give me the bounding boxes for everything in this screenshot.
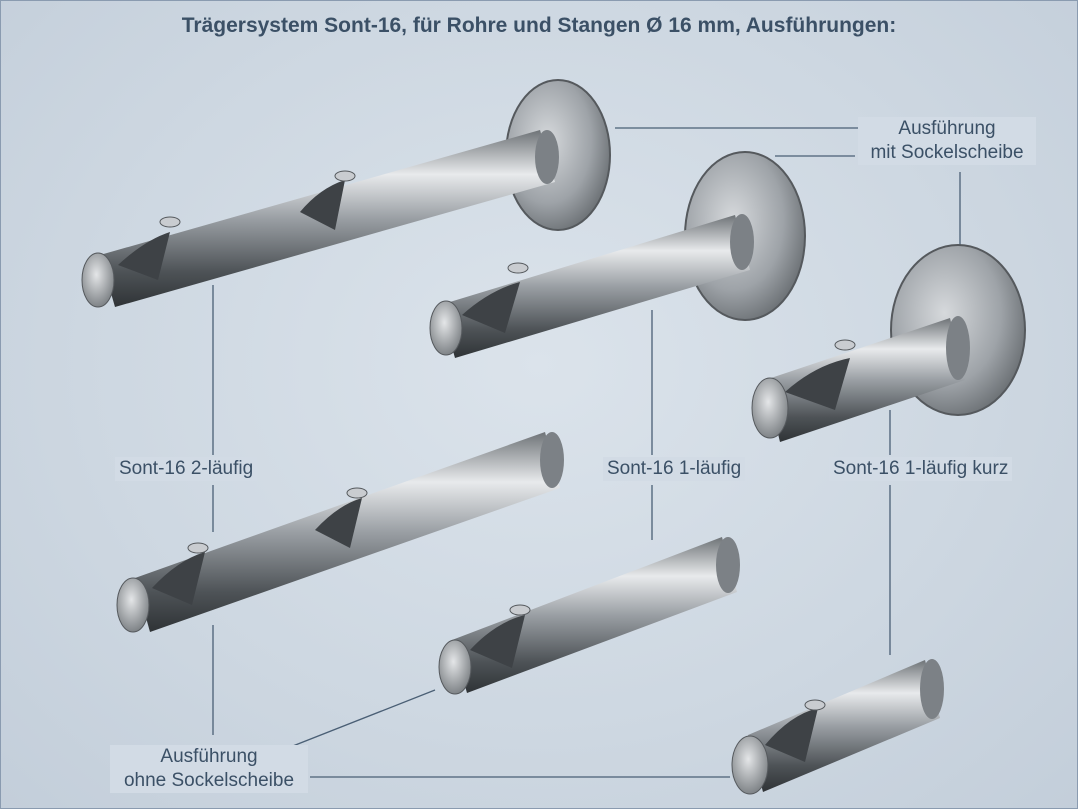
label-sont16-1-laeufig: Sont-16 1-läufig: [603, 457, 746, 481]
diagram-title: Trägersystem Sont-16, für Rohre und Stan…: [181, 14, 897, 37]
bracket-1-laeufig-kurz-with-plate: [751, 244, 1026, 442]
label-sont16-1-laeufig-kurz: Sont-16 1-läufig kurz: [829, 457, 1013, 481]
bracket-2-laeufig-with-plate: [81, 79, 611, 308]
bracket-2-laeufig-without-plate: [116, 432, 564, 633]
label-with-plate-line1: Ausführung: [898, 118, 996, 139]
leader-lines: [212, 127, 961, 778]
label-sont16-2-laeufig: Sont-16 2-läufig: [115, 457, 258, 481]
label-without-plate-line1: Ausführung: [160, 746, 258, 767]
leader-line-without-plate-1: [269, 689, 436, 756]
label-without-plate: Ausführung ohne Sockelscheibe: [110, 745, 308, 793]
bracket-1-laeufig-with-plate: [429, 151, 806, 358]
label-without-plate-line2: ohne Sockelscheibe: [123, 770, 295, 791]
bracket-1-laeufig-kurz-without-plate: [731, 659, 944, 795]
label-with-plate-line2: mit Sockelscheibe: [870, 142, 1024, 163]
bracket-1-laeufig-without-plate: [438, 537, 740, 695]
label-with-plate: Ausführung mit Sockelscheibe: [858, 117, 1036, 165]
